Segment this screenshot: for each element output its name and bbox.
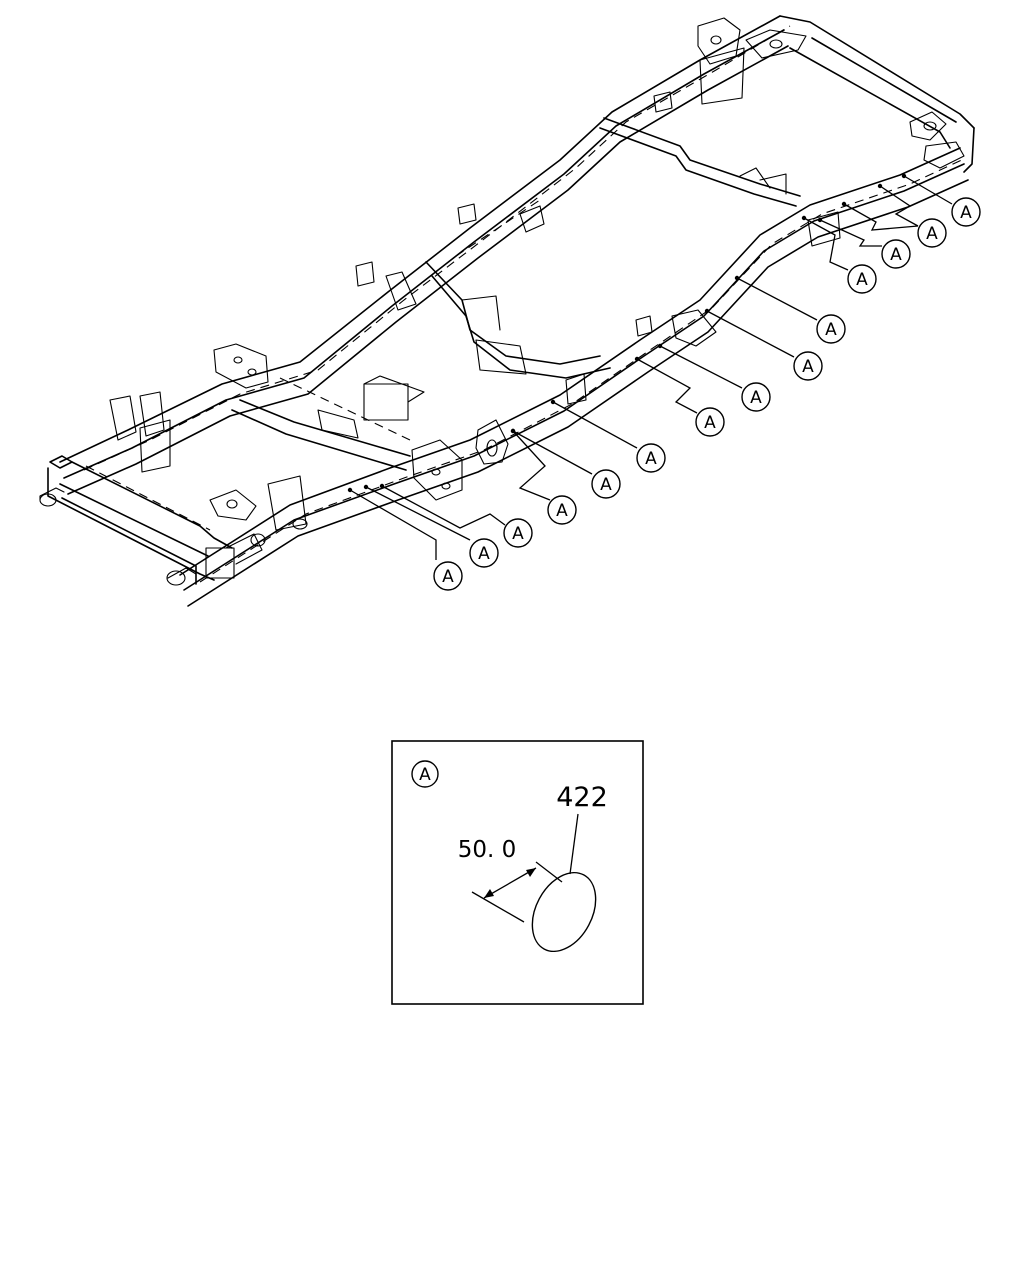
rear-cross-member [745, 15, 975, 173]
callout-4: A [547, 495, 577, 525]
callout-circle [433, 561, 463, 591]
hole-point-2 [363, 484, 369, 490]
hole-point-3 [379, 483, 385, 489]
callout-letter: A [600, 475, 612, 495]
dimension-label: 50. 0 [458, 837, 517, 863]
callout-letter: A [802, 357, 814, 377]
leader-line-8 [659, 345, 743, 389]
leader-line-7 [636, 358, 698, 414]
leader-line-10 [736, 277, 818, 321]
hole-point-1 [347, 487, 353, 493]
hole-point-6 [550, 399, 556, 405]
callout-1: A [433, 561, 463, 591]
callout-5: A [591, 469, 621, 499]
dimension-arrow-bottom [484, 889, 494, 898]
callout-letter: A [960, 203, 972, 223]
callout-circle [636, 443, 666, 473]
hole-point-15 [901, 173, 907, 179]
patch-seal-shape [531, 871, 597, 953]
callout-circle [741, 382, 771, 412]
leader-line-9 [706, 310, 795, 358]
leader-line-3 [381, 485, 506, 529]
hole-point-14 [877, 183, 883, 189]
extension-line-bottom [471, 891, 525, 923]
callout-letter: A [512, 524, 524, 544]
extension-line-top [535, 861, 563, 883]
callout-3: A [503, 518, 533, 548]
left-side-rail [59, 15, 791, 495]
left-rail-brackets [109, 17, 745, 473]
callout-circle [793, 351, 823, 381]
part-number-label: 422 [556, 782, 608, 813]
detail-frame [391, 740, 644, 1005]
callout-letter: A [750, 388, 762, 408]
leader-line-14 [879, 185, 919, 227]
hole-point-5 [510, 428, 516, 434]
callout-circle [847, 264, 877, 294]
detail-callout-marker: A [411, 760, 439, 788]
callout-letter: A [478, 544, 490, 564]
leader-line-2 [365, 486, 471, 541]
hole-point-9 [704, 308, 710, 314]
hole-point-7 [634, 356, 640, 362]
leader-line-11 [803, 217, 849, 271]
callout-2: A [469, 538, 499, 568]
callout-15: A [951, 197, 981, 227]
callout-13: A [917, 218, 947, 248]
chassis-frame [39, 15, 975, 607]
callout-11: A [847, 264, 877, 294]
callout-letter: A [825, 320, 837, 340]
detail-a-inset: A 422 50. 0 [391, 740, 644, 1005]
callout-letter: A [926, 224, 938, 244]
leader-lines [347, 173, 953, 560]
callout-7: A [695, 407, 725, 437]
leader-line-1 [349, 489, 437, 560]
callout-circle [547, 495, 577, 525]
leader-line-15 [903, 175, 953, 205]
leader-line-4 [512, 430, 551, 501]
callout-letter: A [856, 270, 868, 290]
callout-letter: A [704, 413, 716, 433]
callout-12: A [881, 239, 911, 269]
cross-members [231, 117, 801, 471]
hole-point-12 [817, 217, 823, 223]
callout-6: A [636, 443, 666, 473]
callout-8: A [741, 382, 771, 412]
dimension-arrow-top [526, 868, 536, 877]
hole-point-8 [657, 343, 663, 349]
hole-point-10 [734, 275, 740, 281]
callout-letter: A [645, 449, 657, 469]
leader-line-5 [512, 430, 593, 475]
part-leader-line [569, 813, 579, 875]
callout-circle [917, 218, 947, 248]
right-rail-brackets [209, 211, 841, 547]
callout-letter: A [556, 501, 568, 521]
detail-callout-letter: A [419, 765, 431, 785]
callout-circle [503, 518, 533, 548]
callout-circle [816, 314, 846, 344]
front-cross-member [39, 455, 263, 586]
callout-10: A [816, 314, 846, 344]
callout-circle [469, 538, 499, 568]
callout-letter: A [890, 245, 902, 265]
callout-circle [951, 197, 981, 227]
hole-point-13 [841, 201, 847, 207]
callout-9: A [793, 351, 823, 381]
dimension-line [483, 867, 537, 899]
callout-circle [591, 469, 621, 499]
callout-letter: A [442, 567, 454, 587]
callout-circle [695, 407, 725, 437]
leader-line-13 [843, 203, 919, 231]
callout-circle [881, 239, 911, 269]
leader-line-6 [552, 401, 638, 449]
leader-line-12 [819, 219, 882, 247]
hole-point-11 [801, 215, 807, 221]
